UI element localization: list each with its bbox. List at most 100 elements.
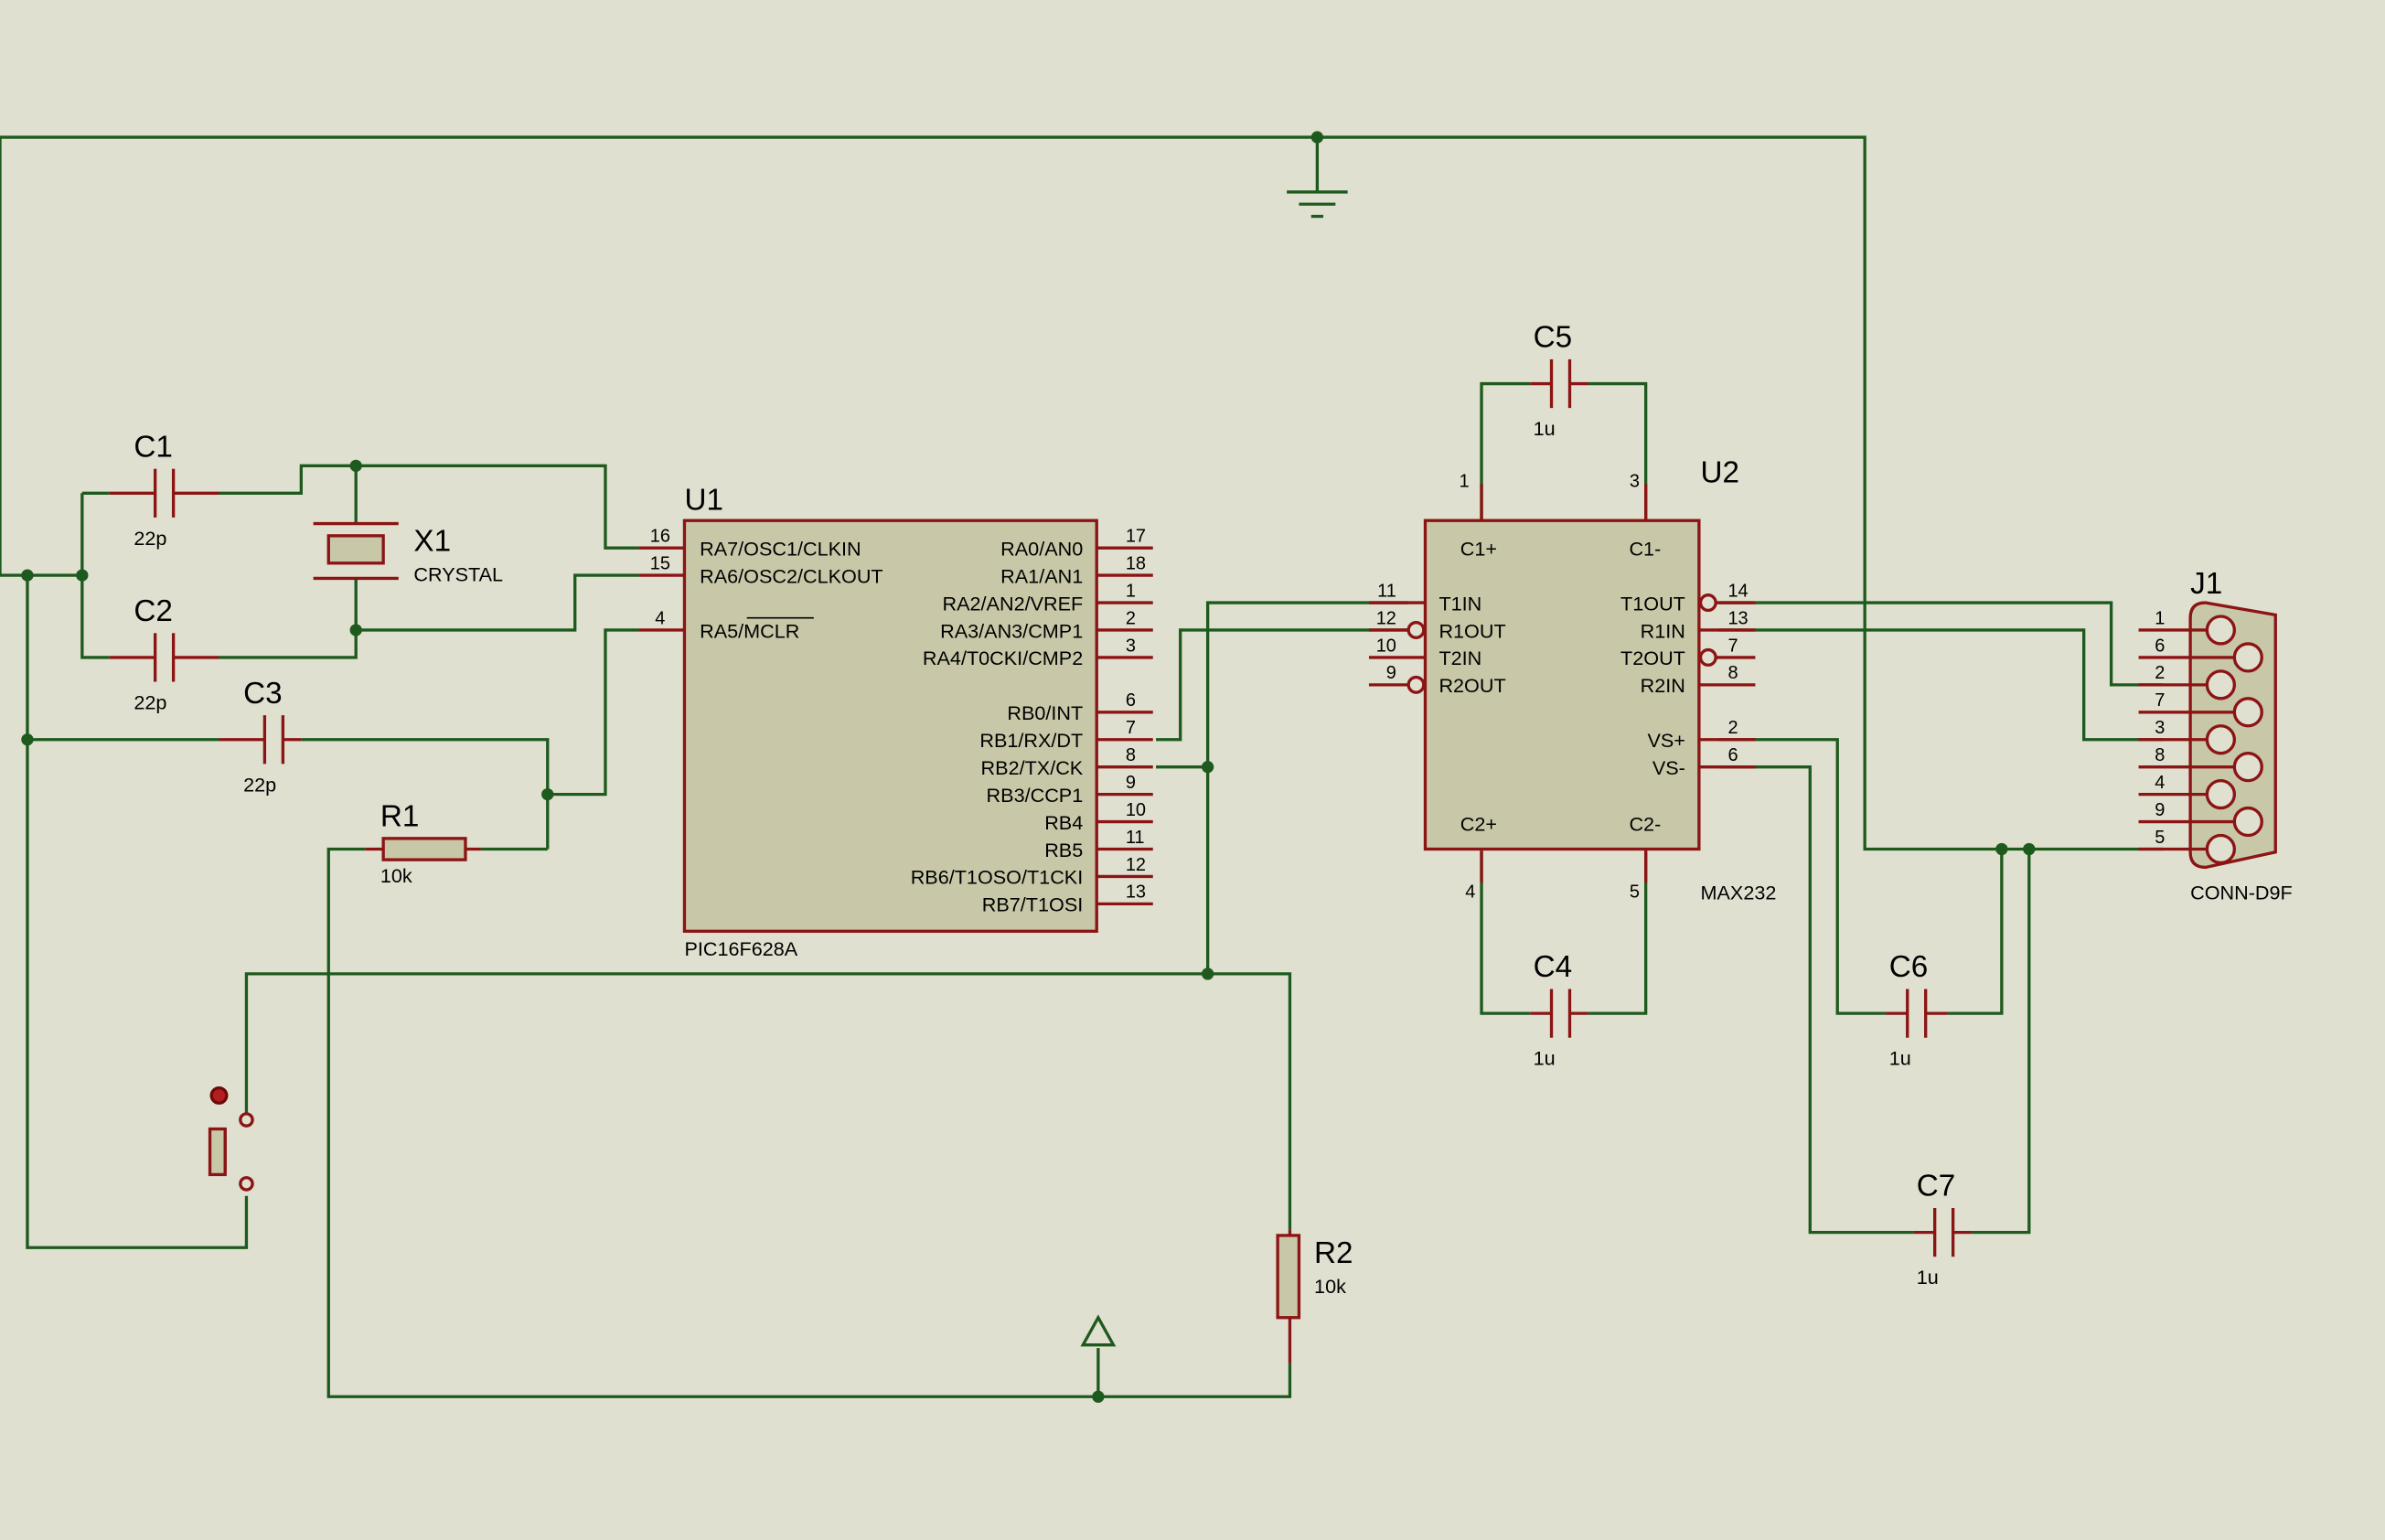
resistor-r2[interactable] <box>1276 1229 1301 1364</box>
pin-number: 12 <box>1126 855 1146 875</box>
push-button-switch[interactable] <box>208 1085 254 1192</box>
pin-inversion-bubble <box>1698 647 1717 667</box>
j1-ref: J1 <box>2190 567 2222 601</box>
pin-name: C1+ <box>1460 537 1497 560</box>
capacitor-c1[interactable] <box>109 468 219 518</box>
pin-number: 18 <box>1126 553 1146 573</box>
junctions <box>21 131 2036 1403</box>
pin-name: VS- <box>1652 756 1685 779</box>
pin-name: RB2/TX/CK <box>981 756 1084 779</box>
pin-number: 7 <box>1727 636 1738 656</box>
c6-value: 1u <box>1889 1047 1911 1070</box>
pin-name: C2+ <box>1460 813 1497 836</box>
u1-part: PIC16F628A <box>684 937 797 960</box>
ic-u2-body <box>1423 519 1701 851</box>
pin-inversion-bubble <box>1406 620 1426 639</box>
pin-name: R2IN <box>1641 674 1685 697</box>
resistor-r1[interactable] <box>365 837 481 861</box>
x1-ref: X1 <box>413 524 451 558</box>
wire-ground-bus <box>0 135 2164 851</box>
wire-mclr <box>547 628 639 797</box>
r2-ref: R2 <box>1314 1236 1353 1270</box>
pin-name: T2IN <box>1438 647 1481 669</box>
pin-name: RA1/AN1 <box>1000 564 1083 587</box>
capacitor-c2[interactable] <box>109 633 219 682</box>
pin-number: 3 <box>1630 472 1640 492</box>
pin-name: RA2/AN2/VREF <box>943 592 1084 615</box>
u1-ref: U1 <box>684 484 723 518</box>
capacitor-c7[interactable] <box>1913 1208 1972 1257</box>
pin-number: 12 <box>1376 608 1396 628</box>
switch-state-dot <box>209 1085 229 1105</box>
junction-dot <box>1995 842 2008 856</box>
pin-number: 4 <box>2155 773 2165 793</box>
pin-number: 14 <box>1727 581 1748 601</box>
connector-pin-socket <box>2232 697 2263 728</box>
pin-number: 6 <box>2155 636 2165 656</box>
pin-number: 13 <box>1727 608 1748 628</box>
capacitor-c5[interactable] <box>1530 358 1588 409</box>
pin-name: RB1/RX/DT <box>979 729 1083 752</box>
r1-ref: R1 <box>380 800 420 834</box>
c4-value: 1u <box>1534 1047 1556 1070</box>
connector-pin-socket <box>2205 615 2236 646</box>
ic-u2-pins: 1C1+3C1-4C2+5C2-11T1IN12R1OUT10T2IN9R2OU… <box>1368 472 1756 903</box>
junction-dot <box>21 733 34 746</box>
wires <box>0 135 2164 1398</box>
pin-name: T1OUT <box>1620 592 1685 615</box>
wire-vcc-right <box>1097 1363 1292 1398</box>
pin-name: VS+ <box>1647 729 1684 752</box>
connector-pin-socket <box>2205 669 2236 700</box>
pin-number: 9 <box>1126 773 1136 793</box>
pin-number: 9 <box>2155 800 2165 820</box>
pin-number: 8 <box>1727 663 1738 683</box>
ic-u1[interactable]: 16RA7/OSC1/CLKIN15RA6/OSC2/CLKOUT4RA5/MC… <box>638 519 1153 933</box>
pin-number: 1 <box>1460 472 1470 492</box>
pin-name: RB5 <box>1044 839 1083 861</box>
crystal-x1[interactable] <box>313 521 399 581</box>
c6-ref: C6 <box>1889 950 1929 984</box>
junction-dot <box>541 787 554 801</box>
pin-number: 10 <box>1376 636 1396 656</box>
junction-dot <box>349 459 362 472</box>
pin-number: 3 <box>2155 718 2165 738</box>
c5-ref: C5 <box>1534 321 1573 355</box>
capacitor-c6[interactable] <box>1886 989 1947 1038</box>
pin-number: 8 <box>2155 745 2165 765</box>
pin-name: RA6/OSC2/CLKOUT <box>700 564 883 587</box>
capacitor-c4[interactable] <box>1530 989 1588 1038</box>
pin-name: RB6/T1OSO/T1CKI <box>911 866 1084 889</box>
wire-c4 <box>1480 851 1648 1015</box>
r2-value: 10k <box>1314 1275 1346 1298</box>
ground-icon <box>1287 190 1348 219</box>
pin-number: 3 <box>1126 636 1136 656</box>
wire-c5 <box>1480 381 1648 521</box>
wire-rb2 <box>1156 601 1409 769</box>
c7-value: 1u <box>1917 1266 1939 1289</box>
c4-ref: C4 <box>1534 950 1573 984</box>
junction-dot <box>1201 761 1214 774</box>
wire-switch-top <box>244 972 1292 1230</box>
c1-ref: C1 <box>134 430 173 464</box>
c3-value: 22p <box>243 773 276 796</box>
pin-number: 7 <box>2155 690 2165 711</box>
wire-osc2 <box>219 573 639 659</box>
ic-u1-body <box>682 519 1098 933</box>
switch-contact-bottom <box>239 1176 254 1192</box>
junction-dot <box>349 624 362 636</box>
pin-number: 5 <box>1630 882 1640 903</box>
capacitor-c3[interactable] <box>219 715 302 765</box>
junction-dot <box>2023 842 2036 856</box>
pin-number: 6 <box>1727 745 1738 765</box>
ic-u2[interactable]: 1C1+3C1-4C2+5C2-11T1IN12R1OUT10T2IN9R2OU… <box>1368 472 1756 903</box>
wire-c3-right <box>301 738 550 850</box>
pin-number: 1 <box>1126 581 1136 601</box>
pin-name: RA5/MCLR <box>700 619 799 642</box>
pin-name: RA4/T0CKI/CMP2 <box>923 647 1083 669</box>
pin-number: 17 <box>1126 527 1146 547</box>
wire-c6-right <box>1946 849 2004 1015</box>
